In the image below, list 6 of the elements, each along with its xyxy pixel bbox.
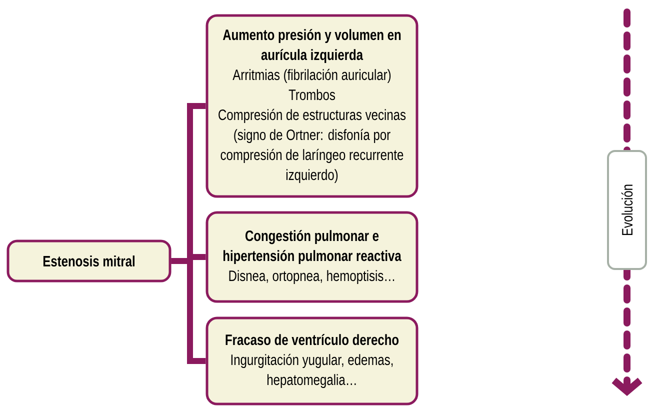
process-box: Congestión pulmonar e hipertensión pulmonar reactiva Disnea, ortopnea, hemoptisis… — [206, 211, 418, 303]
label-box: Evolución — [607, 150, 647, 270]
connector-line — [171, 258, 206, 364]
process-box: Fracaso de ventrículo derecho Ingurgitación yugular, edemas, hepatomegalia… — [206, 316, 418, 406]
start-box: Estenosis mitral — [6, 240, 172, 282]
process-box: Aumento presión y volumen en aurícula izquierda Arritmias (fibrilación auricular) Trombos Compresión de estructuras vecinas (signo de Ortner: disfonía por compresión de laríngeo recurrente izquierdo) — [206, 14, 418, 198]
